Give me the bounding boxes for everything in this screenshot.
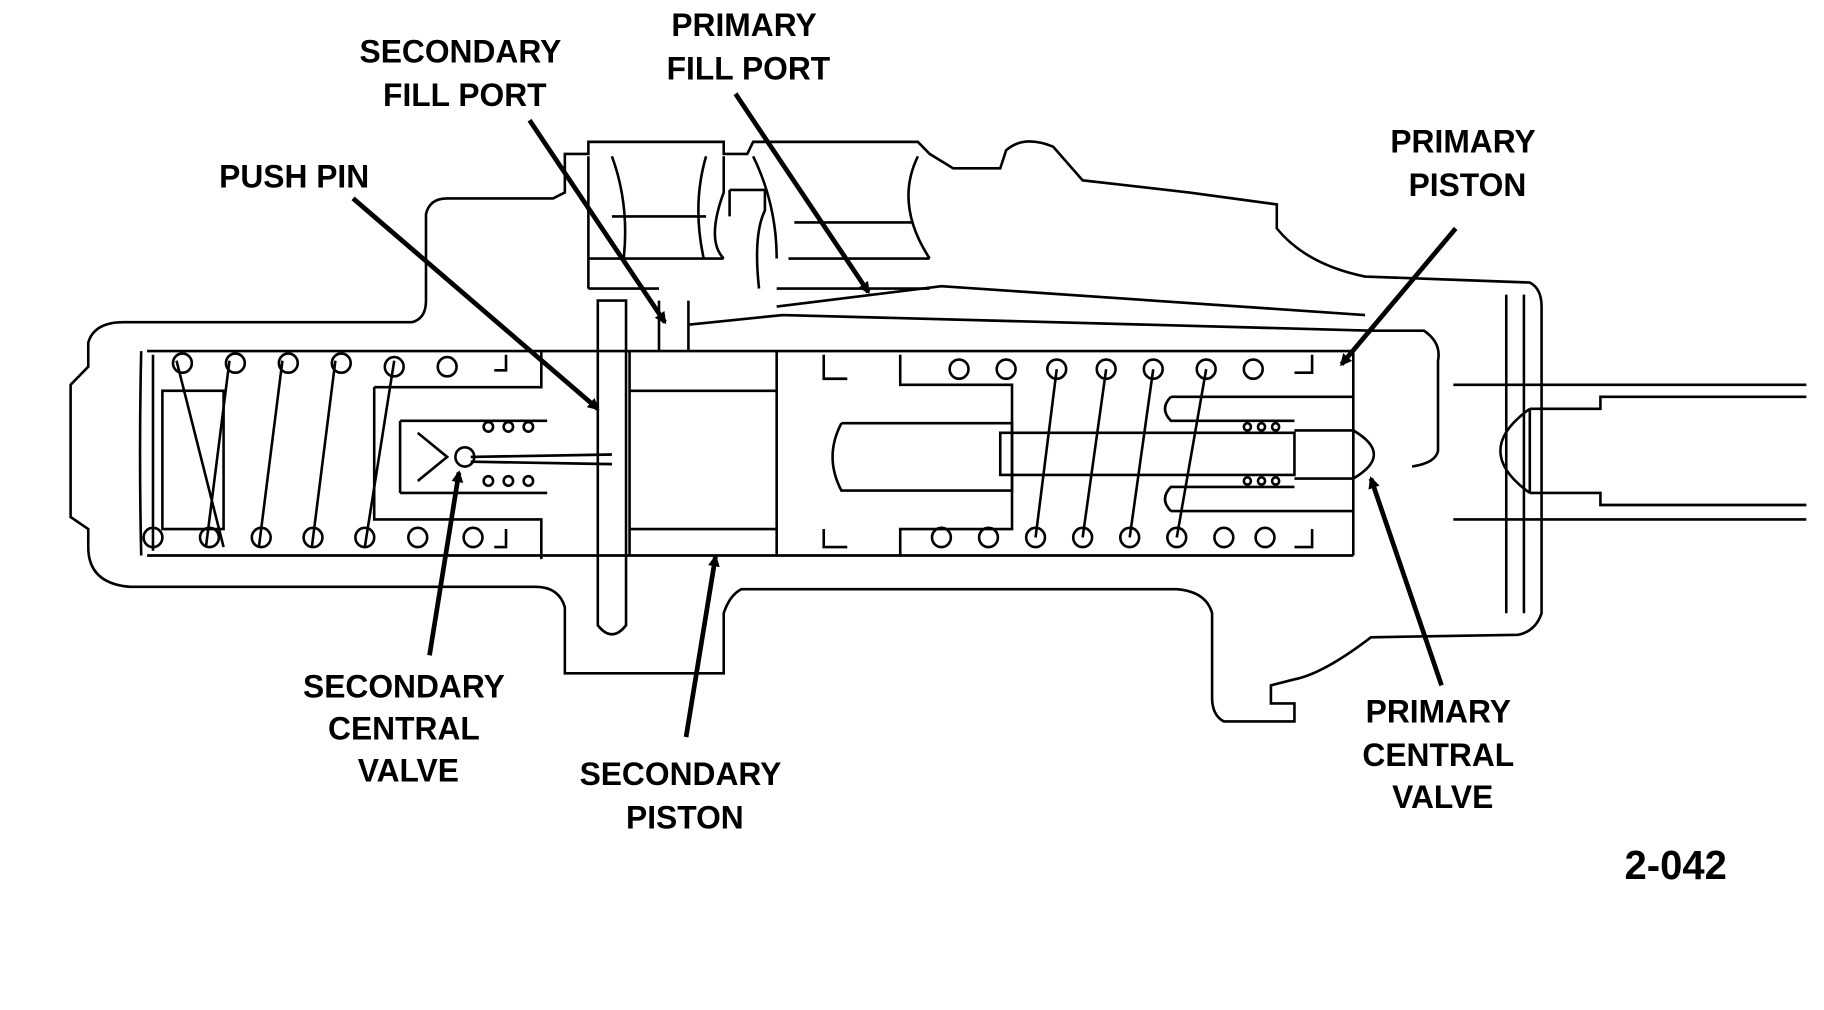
label-secondary-fill-port: SECONDARY FILL PORT bbox=[360, 33, 571, 113]
arrow-push-pin bbox=[351, 196, 600, 411]
label-secondary-central-valve: SECONDARY CENTRAL VALVE bbox=[303, 668, 514, 789]
arrow-secondary-fill-port bbox=[527, 118, 667, 325]
label-primary-central-valve: PRIMARY CENTRAL VALVE bbox=[1362, 693, 1523, 815]
label-primary-piston: PRIMARY PISTON bbox=[1390, 123, 1544, 203]
secondary-piston-assembly bbox=[372, 299, 1014, 636]
primary-spring bbox=[930, 358, 1276, 549]
cylinder-body bbox=[69, 140, 1807, 723]
label-push-pin: PUSH PIN bbox=[219, 158, 369, 194]
labels: SECONDARY FILL PORT PRIMARY FILL PORT PU… bbox=[219, 7, 1727, 888]
label-primary-fill-port: PRIMARY FILL PORT bbox=[667, 7, 831, 87]
arrow-secondary-central-valve bbox=[427, 470, 464, 656]
primary-piston-assembly bbox=[831, 354, 1375, 549]
figure-number: 2-042 bbox=[1625, 842, 1727, 888]
arrow-primary-piston bbox=[1339, 226, 1458, 367]
arrow-secondary-piston bbox=[683, 554, 720, 738]
label-secondary-piston: SECONDARY PISTON bbox=[580, 756, 791, 836]
leader-arrows bbox=[351, 92, 1458, 738]
secondary-spring bbox=[142, 352, 484, 549]
arrow-primary-central-valve bbox=[1368, 476, 1444, 687]
arrow-primary-fill-port bbox=[733, 92, 871, 295]
